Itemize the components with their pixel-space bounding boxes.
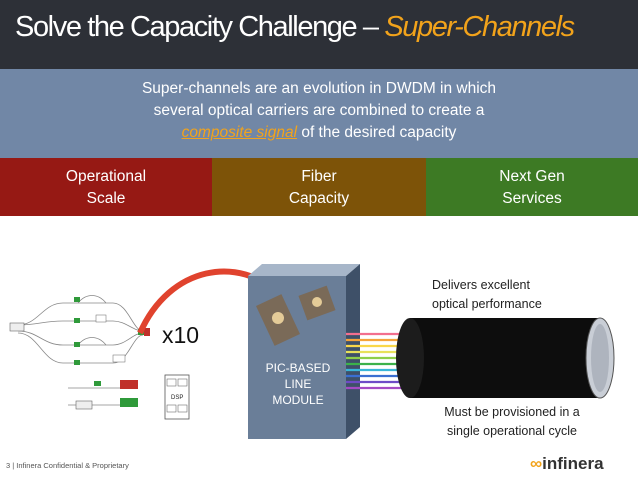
logo-text: infinera xyxy=(542,454,603,473)
caption-line: Delivers excellent xyxy=(432,276,542,295)
caption-provisioning: Must be provisioned in a single operatio… xyxy=(424,403,600,441)
caption-performance: Delivers excellent optical performance xyxy=(432,276,542,314)
logo-mark-icon: ∞ xyxy=(530,454,542,473)
caption-line: single operational cycle xyxy=(424,422,600,441)
caption-line: Must be provisioned in a xyxy=(424,403,600,422)
caption-line: optical performance xyxy=(432,295,542,314)
infinera-logo: ∞infinera xyxy=(530,454,604,474)
footer-note: 3 | Infinera Confidential & Proprietary xyxy=(6,461,129,470)
